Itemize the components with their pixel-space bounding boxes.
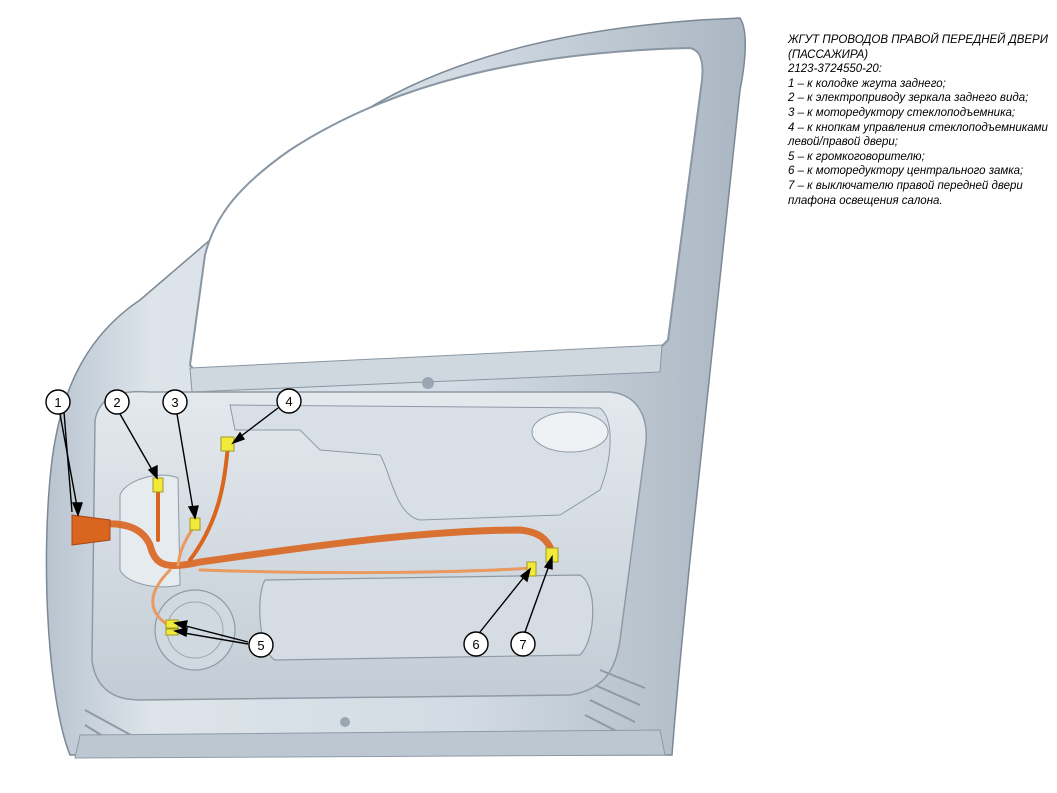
callout-5: 5 xyxy=(248,632,274,658)
callout-7: 7 xyxy=(510,631,536,657)
legend-item: 2 – к электроприводу зеркала заднего вид… xyxy=(788,92,1029,105)
connectors xyxy=(152,436,559,636)
legend-item: 4 – к кнопкам управления стеклоподъемник… xyxy=(788,121,1048,149)
callout-label: 2 xyxy=(113,395,120,410)
legend-title: ЖГУТ ПРОВОДОВ ПРАВОЙ ПЕРЕДНЕЙ ДВЕРИ (ПАС… xyxy=(788,34,1048,61)
callout-3: 3 xyxy=(162,389,188,415)
window-opening xyxy=(188,46,704,374)
connector-lock xyxy=(526,561,537,577)
legend-item: 5 – к громкоговорителю; xyxy=(788,150,925,163)
left-cutout xyxy=(119,474,181,588)
upper-recess xyxy=(229,404,611,521)
legend-item: 3 – к моторедуктору стеклоподъемника; xyxy=(788,106,1016,119)
wiring-harness xyxy=(76,443,556,627)
harness-grommet xyxy=(71,514,111,546)
callout-6: 6 xyxy=(463,631,489,657)
callout-label: 1 xyxy=(54,395,61,410)
sill-hole xyxy=(422,377,434,389)
callout-label: 3 xyxy=(171,395,178,410)
callout-1: 1 xyxy=(45,389,71,415)
callout-label: 4 xyxy=(285,394,292,409)
legend-item: 6 – к моторедуктору центрального замка; xyxy=(788,165,1024,178)
window-sill xyxy=(189,344,663,393)
sill-hole xyxy=(340,717,350,727)
handle-pocket xyxy=(531,411,609,453)
callout-2: 2 xyxy=(104,389,130,415)
harness-branch-lock xyxy=(198,566,534,575)
legend: ЖГУТ ПРОВОДОВ ПРАВОЙ ПЕРЕДНЕЙ ДВЕРИ (ПАС… xyxy=(788,33,1050,208)
legend-item: 1 – к колодке жгута заднего; xyxy=(788,77,946,90)
bottom-sill xyxy=(74,729,666,759)
leader-lines xyxy=(59,407,553,645)
callout-4: 4 xyxy=(276,388,302,414)
harness-branch-speaker xyxy=(151,568,172,627)
legend-part-number: 2123-3724550-20: xyxy=(788,63,882,76)
callout-label: 5 xyxy=(257,638,264,653)
connector-window-switch xyxy=(220,436,235,452)
connector-window-motor xyxy=(189,517,201,531)
legend-item: 7 – к выключателю правой передней двери … xyxy=(788,179,1023,207)
harness-branch-window xyxy=(188,443,230,562)
lower-recess xyxy=(259,574,594,661)
harness-main xyxy=(76,520,556,570)
connector-mirror xyxy=(152,477,164,493)
callout-label: 7 xyxy=(519,637,526,652)
callout-label: 6 xyxy=(472,637,479,652)
